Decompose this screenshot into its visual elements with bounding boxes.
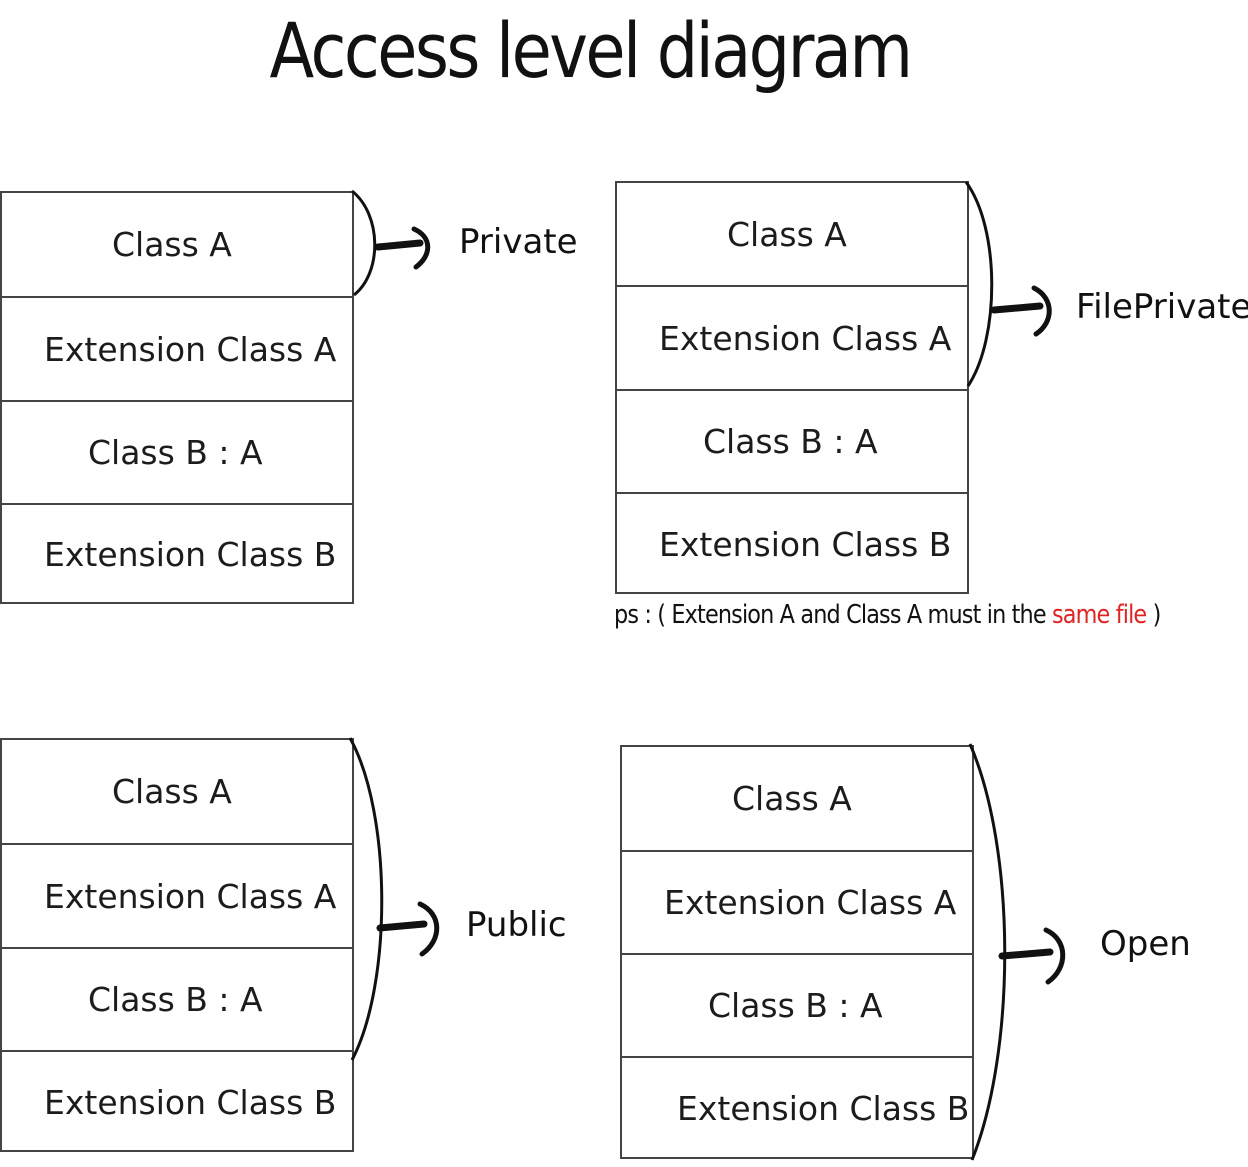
cell-label: Extension Class B bbox=[44, 1082, 337, 1122]
public-cell-class-b: Class B : A bbox=[2, 947, 352, 1050]
fileprivate-cell-extension-class-a: Extension Class A bbox=[617, 285, 967, 389]
public-class-stack: Class A Extension Class A Class B : A Ex… bbox=[0, 738, 354, 1152]
private-cell-extension-class-a: Extension Class A bbox=[2, 296, 352, 400]
cell-label: Extension Class A bbox=[44, 329, 337, 369]
open-cell-extension-class-b: Extension Class B bbox=[622, 1056, 972, 1159]
open-class-stack: Class A Extension Class A Class B : A Ex… bbox=[620, 745, 974, 1159]
fileprivate-class-stack: Class A Extension Class A Class B : A Ex… bbox=[615, 181, 969, 594]
diagram-title: Access level diagram bbox=[269, 6, 913, 95]
cell-label: Class B : A bbox=[703, 422, 878, 461]
note-highlight: same file bbox=[1052, 600, 1147, 630]
note-prefix: ps : ( Extension A and Class A must in t… bbox=[614, 600, 1053, 630]
private-label: Private bbox=[459, 222, 578, 262]
public-brace-arrow-icon bbox=[348, 737, 440, 1061]
note-suffix: ) bbox=[1146, 600, 1162, 630]
open-cell-class-a: Class A bbox=[622, 747, 972, 850]
fileprivate-label: FilePrivate bbox=[1076, 287, 1248, 327]
open-cell-extension-class-a: Extension Class A bbox=[622, 850, 972, 953]
cell-label: Extension Class A bbox=[664, 883, 957, 922]
cell-label: Class A bbox=[732, 779, 852, 818]
cell-label: Extension Class A bbox=[44, 876, 337, 916]
cell-label: Class A bbox=[112, 225, 232, 264]
cell-label: Class B : A bbox=[88, 433, 263, 472]
cell-label: Extension Class B bbox=[44, 535, 337, 574]
cell-label: Extension Class B bbox=[677, 1089, 970, 1128]
public-label: Public bbox=[466, 905, 567, 945]
public-cell-extension-class-b: Extension Class B bbox=[2, 1050, 352, 1152]
open-brace-arrow-icon bbox=[968, 743, 1066, 1161]
fileprivate-cell-class-a: Class A bbox=[617, 183, 967, 285]
fileprivate-cell-extension-class-b: Extension Class B bbox=[617, 492, 967, 594]
same-file-note: ps : ( Extension A and Class A must in t… bbox=[614, 600, 1162, 630]
fileprivate-cell-class-b: Class B : A bbox=[617, 389, 967, 492]
cell-label: Class A bbox=[727, 214, 847, 254]
public-cell-class-a: Class A bbox=[2, 740, 352, 843]
public-cell-extension-class-a: Extension Class A bbox=[2, 843, 352, 947]
private-cell-class-a: Class A bbox=[2, 193, 352, 296]
cell-label: Extension Class B bbox=[659, 524, 952, 564]
private-cell-extension-class-b: Extension Class B bbox=[2, 503, 352, 604]
fileprivate-brace-arrow-icon bbox=[964, 181, 1052, 387]
open-label: Open bbox=[1100, 924, 1191, 964]
cell-label: Extension Class A bbox=[659, 318, 952, 358]
open-cell-class-b: Class B : A bbox=[622, 953, 972, 1056]
cell-label: Class A bbox=[112, 772, 232, 811]
private-cell-class-b: Class B : A bbox=[2, 400, 352, 503]
private-class-stack: Class A Extension Class A Class B : A Ex… bbox=[0, 191, 354, 604]
cell-label: Class B : A bbox=[88, 980, 263, 1019]
private-brace-arrow-icon bbox=[351, 189, 431, 297]
cell-label: Class B : A bbox=[708, 986, 883, 1025]
